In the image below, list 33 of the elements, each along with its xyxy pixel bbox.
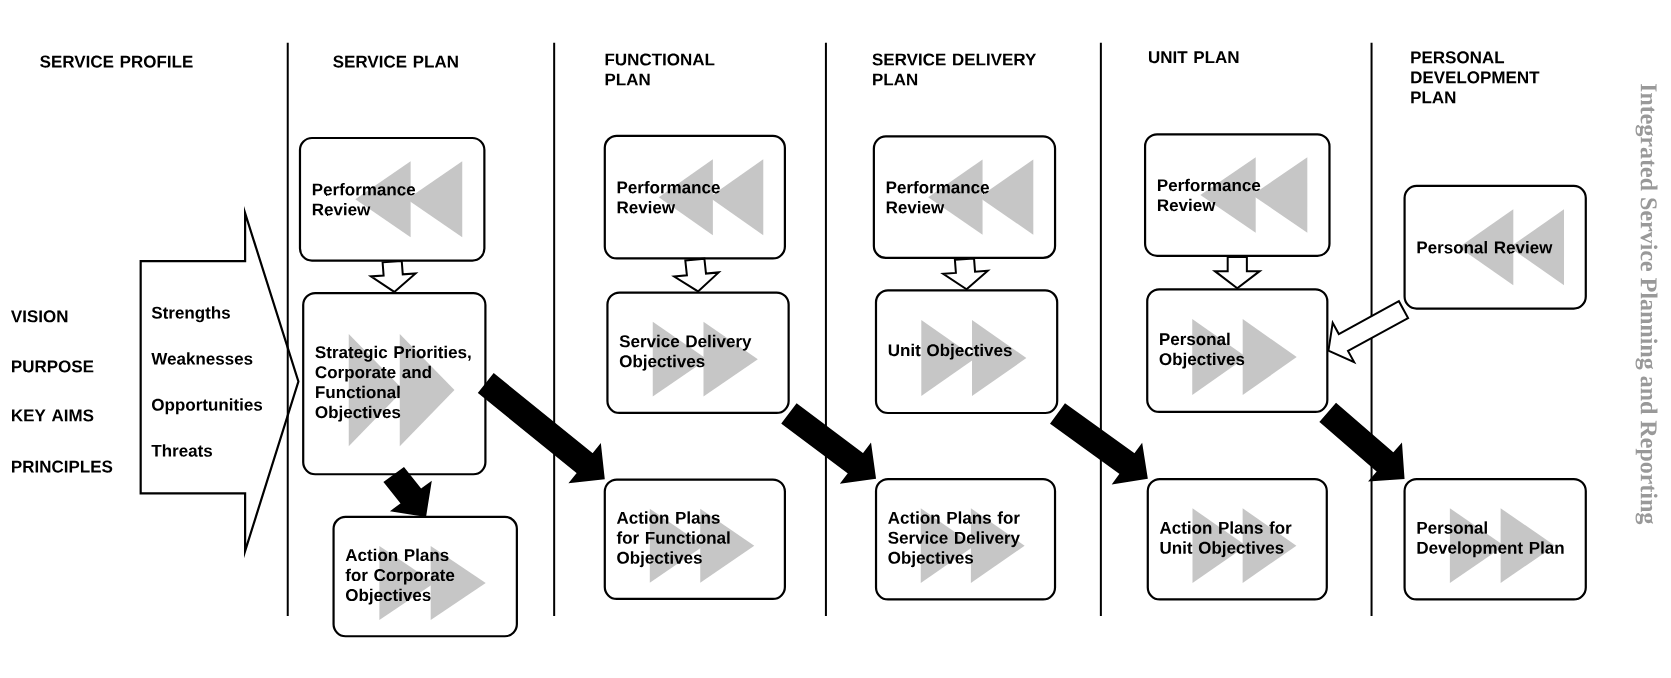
process-box: Performance Review (872, 135, 1057, 260)
process-box: Personal Objectives (1146, 288, 1329, 414)
side-title: Integrated Service Planning and Reporting (1635, 84, 1658, 525)
column-heading: PERSONAL DEVELOPMENT PLAN (1411, 51, 1540, 104)
process-box: Performance Review (603, 134, 786, 260)
column-heading: FUNCTIONAL PLAN (605, 53, 715, 86)
block-arrow (383, 467, 432, 517)
row-label: KEY AIMS (12, 409, 94, 422)
process-box: Personal Development Plan (1403, 478, 1587, 601)
column-heading: SERVICE DELIVERY PLAN (872, 53, 1037, 86)
process-box: Action Plans for Service Delivery Objectives (874, 478, 1057, 601)
process-box: Performance Review (1144, 133, 1331, 257)
process-box: Service Delivery Objectives (606, 291, 790, 415)
block-arrow (940, 257, 991, 291)
row-label: PURPOSE (12, 360, 94, 373)
process-box: Action Plans for Functional Objectives (603, 478, 786, 601)
block-arrow (671, 257, 722, 293)
column-heading: SERVICE PROFILE (40, 55, 193, 68)
process-box: Action Plans for Corporate Objectives (332, 515, 518, 638)
row-label: VISION (10, 310, 68, 323)
process-box: Action Plans for Unit Objectives (1146, 478, 1328, 601)
block-arrow (1050, 403, 1148, 485)
column-heading: UNIT PLAN (1149, 51, 1239, 64)
column-heading: SERVICE PLAN (333, 55, 458, 68)
block-arrow (1327, 300, 1410, 365)
block-arrow (781, 403, 877, 484)
process-box: Personal Review (1403, 184, 1587, 310)
process-box: Strategic Priorities, Corporate and Functional Objectives (302, 292, 487, 476)
block-arrow (1211, 256, 1263, 290)
block-arrow (367, 260, 419, 294)
process-box: Unit Objectives (874, 289, 1059, 415)
process-box: Performance Review (298, 137, 486, 262)
row-label: PRINCIPLES (12, 460, 113, 473)
